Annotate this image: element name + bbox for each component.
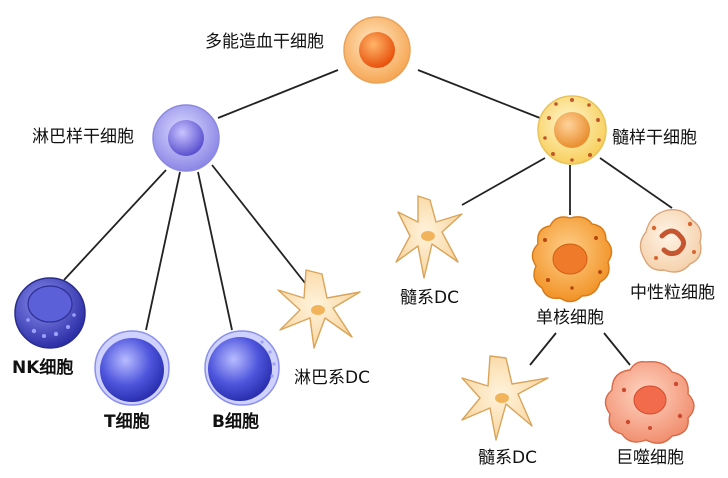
myeloid-stem-cell — [537, 95, 607, 165]
label-t-cell: T细胞 — [104, 412, 150, 432]
myeloid-dc-cell-2 — [461, 355, 549, 441]
macrophage-cell — [604, 360, 695, 444]
label-lymphoid-dc: 淋巴系DC — [294, 368, 370, 388]
label-nk-cell: NK细胞 — [12, 358, 74, 378]
edge-mono-dc — [529, 332, 557, 366]
edge-hsc-lymphoid — [217, 69, 339, 119]
label-lymphoid-stem: 淋巴样干细胞 — [32, 127, 134, 147]
edge-myeloid-neut — [599, 157, 673, 209]
lymphoid-dc-cell — [277, 269, 361, 349]
label-myeloid-dc-2: 髓系DC — [478, 448, 537, 468]
myeloid-dc-cell-1 — [395, 195, 463, 279]
label-monocyte: 单核细胞 — [536, 308, 604, 328]
label-myeloid-stem: 髓样干细胞 — [612, 128, 697, 148]
connectors — [63, 69, 673, 366]
label-hsc: 多能造血干细胞 — [205, 32, 324, 52]
monocyte-cell — [531, 216, 613, 303]
edge-lymphoid-t — [145, 171, 181, 331]
label-b-cell: B细胞 — [212, 412, 259, 432]
edge-lymphoid-dc — [211, 164, 306, 284]
lymphoid-stem-cell — [152, 104, 220, 172]
label-neutrophil: 中性粒细胞 — [630, 283, 715, 303]
nk-cell — [14, 277, 86, 349]
b-cell — [204, 330, 280, 406]
t-cell — [94, 330, 170, 406]
hsc-cell — [343, 16, 411, 84]
edge-lymphoid-nk — [63, 169, 167, 281]
neutrophil-cell — [639, 209, 702, 273]
label-myeloid-dc-1: 髓系DC — [400, 288, 459, 308]
edge-mono-macro — [603, 332, 631, 366]
edge-lymphoid-b — [197, 171, 233, 331]
edge-hsc-myeloid — [417, 69, 541, 119]
label-macrophage: 巨噬细胞 — [616, 448, 684, 468]
edge-myeloid-dc — [461, 157, 546, 206]
